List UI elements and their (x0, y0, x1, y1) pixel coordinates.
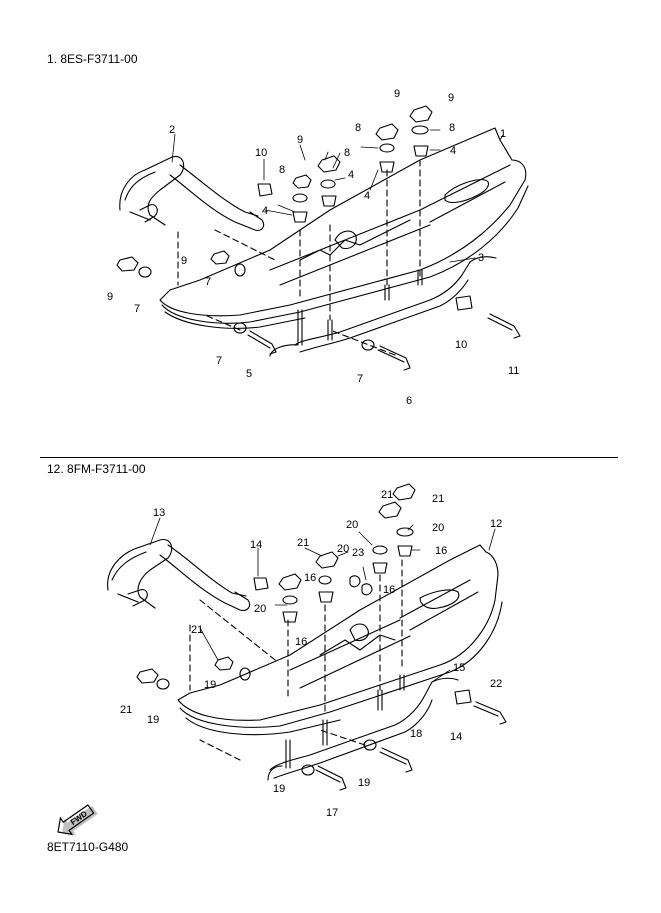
callout-4: 4 (262, 205, 268, 217)
callout-8: 8 (449, 122, 455, 134)
callout-17: 17 (326, 807, 338, 819)
ski-assembly-2 (107, 483, 507, 791)
callout-2: 2 (169, 124, 175, 136)
callout-16: 16 (295, 636, 307, 648)
callout-21: 21 (432, 493, 444, 505)
footer-code: 8ET7110-G480 (47, 840, 129, 854)
callout-23: 23 (352, 547, 364, 559)
callout-9: 9 (181, 255, 187, 267)
callout-7: 7 (205, 276, 211, 288)
callout-16: 16 (383, 584, 395, 596)
callout-16: 16 (304, 572, 316, 584)
callout-1: 1 (500, 128, 506, 140)
callout-20: 20 (254, 603, 266, 615)
callout-9: 9 (394, 88, 400, 100)
callout-10: 10 (255, 147, 267, 159)
callout-7: 7 (216, 355, 222, 367)
fwd-arrow-icon: FWD (57, 804, 98, 836)
callout-21: 21 (297, 537, 309, 549)
callout-21: 21 (191, 624, 203, 636)
ski-assembly-1 (116, 105, 529, 371)
callout-14: 14 (250, 539, 262, 551)
callout-18: 18 (410, 728, 422, 740)
callout-8: 8 (344, 147, 350, 159)
callout-16: 16 (435, 545, 447, 557)
callout-15: 15 (453, 662, 465, 674)
callout-19: 19 (358, 777, 370, 789)
callout-12: 12 (490, 518, 502, 530)
callout-20: 20 (432, 522, 444, 534)
callout-22: 22 (490, 678, 502, 690)
callout-9: 9 (107, 291, 113, 303)
callout-7: 7 (357, 373, 363, 385)
callout-4: 4 (364, 190, 370, 202)
section-divider (40, 457, 618, 458)
callout-3: 3 (478, 252, 484, 264)
callout-7: 7 (134, 303, 140, 315)
callout-21: 21 (381, 489, 393, 501)
callout-5: 5 (246, 368, 252, 380)
callout-21: 21 (120, 704, 132, 716)
callout-4: 4 (450, 145, 456, 157)
section1-heading: 1. 8ES-F3711-00 (47, 52, 138, 66)
callout-6: 6 (406, 395, 412, 407)
callout-4: 4 (348, 169, 354, 181)
callout-9: 9 (297, 134, 303, 146)
callout-20: 20 (337, 543, 349, 555)
callout-13: 13 (153, 507, 165, 519)
callout-19: 19 (147, 714, 159, 726)
callout-8: 8 (279, 164, 285, 176)
section2-heading: 12. 8FM-F3711-00 (47, 462, 146, 476)
callout-19: 19 (273, 783, 285, 795)
callout-14: 14 (450, 731, 462, 743)
callout-20: 20 (346, 519, 358, 531)
callout-8: 8 (355, 122, 361, 134)
callout-19: 19 (204, 679, 216, 691)
callout-10: 10 (455, 339, 467, 351)
callout-11: 11 (508, 365, 519, 377)
callout-9: 9 (448, 92, 454, 104)
